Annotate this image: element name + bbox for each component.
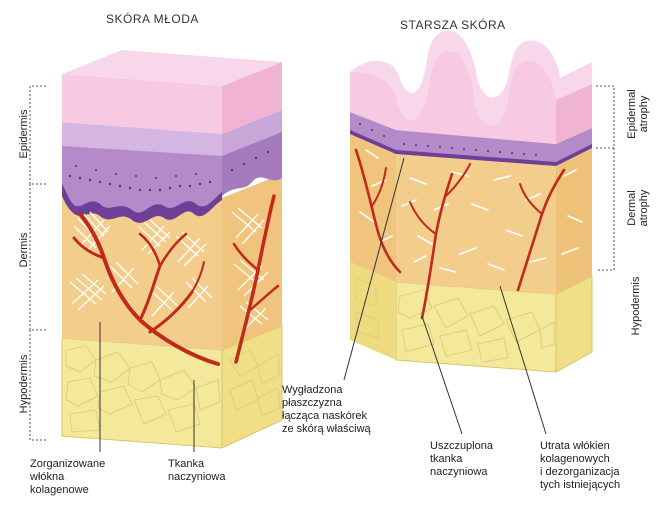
caption-thinned-vascular-line1: Uszczuplona [430, 440, 493, 453]
label-dermal-atrophy-line1: Dermal [626, 180, 638, 236]
label-dermal-atrophy: Dermal atrophy [626, 180, 650, 236]
label-dermis: Dermis [18, 224, 30, 276]
caption-flattened-junction-line4: ze skórą właściwą [282, 423, 371, 436]
caption-flattened-junction: Wygładzona płaszczyzna łącząca naskórek … [282, 384, 371, 436]
caption-collagen-loss-line4: tych istniejących [540, 479, 620, 492]
caption-flattened-junction-line2: płaszczyzna [282, 397, 371, 410]
caption-thinned-vascular-line3: naczyniowa [430, 466, 493, 479]
caption-collagen-loss-line3: i dezorganizacja [540, 466, 620, 479]
caption-vascular: Tkanka naczyniowa [168, 458, 225, 484]
caption-organized-collagen-line3: kolagenowe [30, 484, 105, 497]
caption-vascular-line1: Tkanka [168, 458, 225, 471]
older-dermis [396, 150, 556, 294]
caption-collagen-loss-line1: Utrata włókien [540, 440, 620, 453]
label-epidermal-atrophy-line2: atrophy [638, 82, 650, 146]
label-hypodermis-right: Hypodermis [630, 268, 642, 344]
label-dermal-atrophy-line2: atrophy [638, 180, 650, 236]
label-epidermal-atrophy: Epidermal atrophy [626, 82, 650, 146]
older-skin-block [350, 31, 592, 372]
caption-vascular-line2: naczyniowa [168, 471, 225, 484]
title-young-skin: SKÓRA MŁODA [106, 12, 199, 26]
caption-organized-collagen: Zorganizowane włókna kolagenowe [30, 458, 105, 497]
caption-flattened-junction-line3: łącząca naskórek [282, 410, 371, 423]
caption-organized-collagen-line2: włókna [30, 471, 105, 484]
caption-organized-collagen-line1: Zorganizowane [30, 458, 105, 471]
label-epidermis: Epidermis [18, 104, 30, 164]
caption-collagen-loss: Utrata włókien kolagenowych i dezorganiz… [540, 440, 620, 492]
label-hypodermis: Hypodermis [18, 346, 30, 422]
caption-thinned-vascular: Uszczuplona tkanka naczyniowa [430, 440, 493, 479]
young-skin-block [62, 50, 282, 448]
caption-thinned-vascular-line2: tkanka [430, 453, 493, 466]
title-older-skin: STARSZA SKÓRA [400, 18, 506, 32]
caption-flattened-junction-line1: Wygładzona [282, 384, 371, 397]
caption-collagen-loss-line2: kolagenowych [540, 453, 620, 466]
label-epidermal-atrophy-line1: Epidermal [626, 82, 638, 146]
